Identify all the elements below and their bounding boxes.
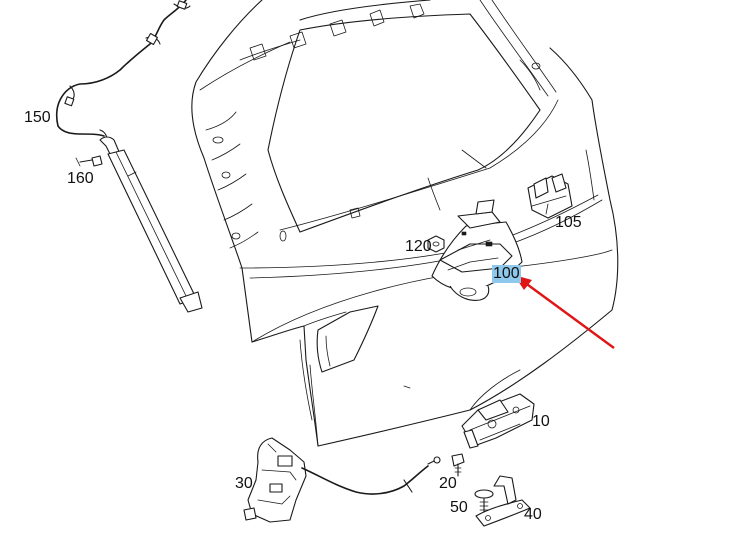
inner-panel-details	[205, 3, 595, 249]
callout-30: 30	[235, 475, 253, 492]
callout-150: 150	[24, 109, 51, 126]
callout-100-highlighted: 100	[492, 265, 521, 283]
switch-bracket-105	[527, 173, 573, 219]
wiring-harness-150	[55, 0, 191, 143]
callout-40: 40	[524, 506, 542, 523]
callout-10: 10	[532, 413, 550, 430]
callout-105: 105	[555, 214, 582, 231]
striker-40	[475, 475, 531, 527]
bolt-50	[474, 489, 494, 517]
callout-160: 160	[67, 170, 94, 187]
nut-120	[427, 235, 445, 253]
plate-recess	[316, 305, 379, 373]
screw-20	[451, 453, 465, 477]
gas-strut-160	[75, 136, 203, 313]
red-pointer-arrow	[514, 275, 615, 349]
tailgate-panel	[191, 0, 619, 447]
callout-20: 20	[439, 475, 457, 492]
callout-120: 120	[405, 238, 432, 255]
callout-50: 50	[450, 499, 468, 516]
rear-window	[267, 0, 559, 233]
latch-10	[461, 393, 535, 449]
drive-unit-30	[243, 437, 441, 523]
handle-switch-100	[431, 199, 523, 301]
